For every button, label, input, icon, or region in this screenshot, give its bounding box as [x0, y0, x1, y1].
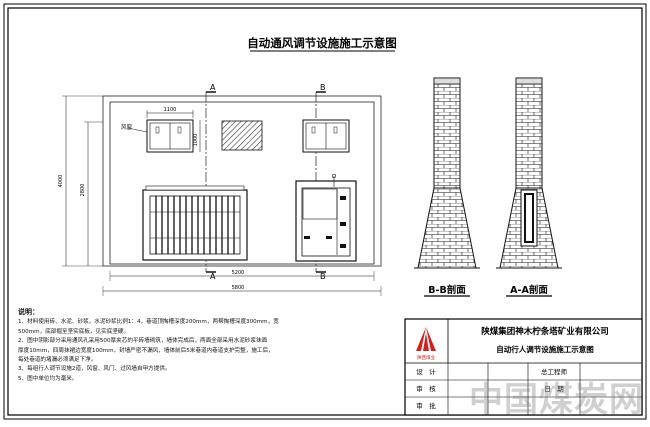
air-door [295, 173, 357, 262]
hatched-panel [221, 120, 263, 151]
outer-frame [3, 3, 647, 420]
air-window-left [146, 119, 194, 153]
row-label-design: 设 计 [416, 367, 436, 376]
note-line: 5、图中单位均为毫米。 [18, 375, 78, 382]
section-title-aa: A-A剖面 [510, 284, 548, 296]
dim-total-height: 4000 [58, 175, 64, 188]
note-line: 3、每组行人调节设施2道，风窗、风门、过风墙自甲方提供。 [18, 366, 171, 373]
notes-block: 说明： 1、材料使用砖、水泥、砂浆，水泥砂浆比例1：4，巷道顶掏槽深度200mm… [18, 308, 398, 384]
dim-inner-height: 2800 [80, 184, 86, 197]
section-bb: B-B剖面 [414, 77, 480, 297]
section-mark-b-bottom: B [320, 272, 326, 281]
date-label: 日 期 [544, 385, 564, 393]
note-line: 2、图中阴影部分采用通风孔采用500厚夹芯的平砖墙砌筑，墙体完成后，两面全部采用… [18, 338, 268, 345]
dim-window-height: 1000 [193, 134, 199, 147]
note-line: 厚度10mm，四周抹裙边宽度100mm，封墙严密不漏风，墙体前后5米巷道内巷道支… [18, 347, 274, 354]
dim-inner-width: 5200 [232, 270, 245, 276]
row-label-approve: 审 批 [416, 401, 436, 410]
outer-wall-outline [102, 95, 382, 267]
drawing-name: 自动行人调节设施施工示意图 [496, 344, 594, 354]
notes-title: 说明： [18, 308, 39, 316]
company-name: 陕煤集团神木柠条塔矿业有限公司 [481, 326, 609, 337]
note-line: 1、材料使用砖、水泥、砂浆，水泥砂浆比例1：4，巷道顶掏槽深度200mm，两帮掏… [18, 319, 279, 326]
title-block: 陕西煤业 陕煤集团神木柠条塔矿业有限公司 自动行人调节设施施工示意图 设 计 审… [404, 318, 643, 416]
chief-engineer-label: 总工程师 [541, 367, 568, 376]
inner-wall-outline [109, 101, 375, 265]
louvre-grille [142, 185, 248, 261]
section-mark-b-top: B [320, 83, 326, 92]
leader-label-window: 风窗 [121, 123, 133, 131]
section-aa: A-A剖面 [496, 77, 562, 297]
watermark: 中国煤炭网 [469, 380, 644, 420]
section-title-bb: B-B剖面 [428, 284, 466, 296]
note-line: 每处巷道的堵漏必须满足下净。 [18, 357, 97, 364]
note-line: 500mm，底部掘至坚实底板，见实底坚硬。 [18, 328, 130, 335]
dim-outer-width: 5800 [232, 285, 245, 291]
logo-text: 陕西煤业 [417, 354, 435, 361]
inner-frame [7, 7, 643, 416]
air-window-right [302, 119, 350, 153]
section-mark-a-top: A [210, 83, 216, 92]
front-elevation: A B A B 1100 1000 风窗 [58, 83, 382, 296]
section-mark-a-bottom: A [210, 272, 216, 281]
company-logo: 陕西煤业 [416, 327, 436, 361]
row-label-review: 审 核 [416, 384, 436, 393]
drawing-title: 自动通风调节设施施工示意图 [247, 36, 397, 50]
dim-window-width: 1100 [164, 107, 177, 113]
